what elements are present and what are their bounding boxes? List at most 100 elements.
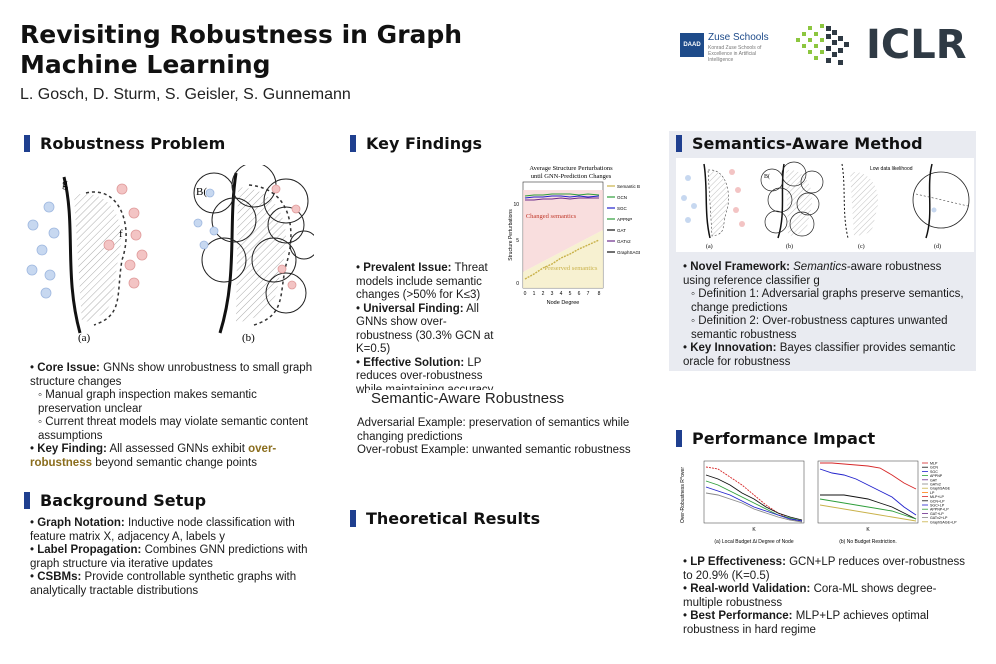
list-item: ◦ Definition 1: Adversarial graphs prese… [691, 288, 964, 314]
x-axis-label-a: K [752, 527, 756, 533]
svg-text:5: 5 [569, 291, 572, 297]
legend-label: GraphSAGE [930, 487, 951, 491]
list-item: • Best Performance: MLP+LP achieves opti… [683, 610, 929, 636]
heading-text: Robustness Problem [40, 133, 226, 153]
legend-label: APPNP+LP [930, 508, 949, 512]
chart-a-area [703, 460, 805, 524]
heading-marker [350, 134, 356, 152]
chart-b-area [817, 460, 919, 524]
robustness-problem-list: • Core Issue: GNNs show unrobustness to … [30, 362, 320, 470]
heading-text: Background Setup [40, 490, 207, 510]
series-semantic-boundary [524, 239, 600, 280]
daad-logo: DAAD [680, 33, 704, 57]
semantic-robustness-line2: Over-robust Example: unwanted semantic r… [357, 444, 631, 456]
list-item: • Prevalent Issue: Threat models include… [356, 262, 488, 301]
changed-label: Changed semantics [526, 213, 577, 220]
list-item: • LP Effectiveness: GCN+LP reduces over-… [683, 556, 965, 582]
svg-text:1: 1 [533, 291, 536, 297]
key-findings-heading: Key Findings [350, 133, 482, 153]
legend-label: GraphSAGE+LP [930, 520, 957, 524]
label-f: f [119, 228, 123, 240]
y-tick: 5 [516, 238, 519, 244]
label-B: B( [196, 186, 207, 198]
svg-text:0: 0 [524, 291, 527, 297]
poster-title: Revisiting Robustness in Graph Machine L… [20, 20, 463, 79]
y-tick: 10 [513, 202, 519, 208]
list-item: • Universal Finding: All GNNs show over-… [356, 302, 494, 356]
semantics-method-list: • Novel Framework: Semantics-aware robus… [683, 261, 968, 369]
x-axis-label-b: K [866, 527, 870, 533]
robustness-problem-heading: Robustness Problem [24, 133, 225, 153]
heading-marker [676, 429, 682, 447]
iclr-logo: ICLR [866, 22, 967, 68]
list-item: • Key Innovation: Bayes classifier provi… [683, 342, 956, 368]
y-tick: 0 [516, 281, 519, 287]
chart-legend: Semantic BoundaryGCNSGCAPPNPGATGATv2Grap… [607, 184, 640, 255]
caption-a: (a) [78, 332, 91, 344]
structure-perturbation-chart: Average Structure Perturbations until GN… [508, 165, 640, 306]
legend-label: GraphSAGE [617, 250, 640, 255]
legend-label: GAT+LP [930, 512, 944, 516]
legend-label: SGC [617, 206, 628, 211]
list-item: • Core Issue: GNNs show unrobustness to … [30, 362, 313, 388]
caption-c: (c) [858, 243, 865, 250]
svg-text:4: 4 [560, 291, 563, 297]
preserved-semantics-region [523, 230, 603, 288]
heading-marker [350, 509, 356, 527]
theoretical-results-heading: Theoretical Results [350, 508, 540, 528]
list-item: • Graph Notation: Inductive node classif… [30, 517, 295, 543]
iclr-brain-logo [796, 24, 849, 65]
heading-marker [24, 491, 30, 509]
caption-d: (d) [934, 243, 941, 250]
y-axis-label: Structure Perturbations [508, 209, 514, 261]
over-robustness-charts: Over-Robustness R^over K (a) Local Budge… [680, 460, 957, 545]
semantic-robustness-heading: Semantic-Aware Robustness [369, 390, 567, 407]
legend-label: MLP [930, 462, 938, 466]
list-item: ◦ Manual graph inspection makes semantic… [38, 389, 257, 415]
decision-boundary-f [85, 191, 127, 326]
list-item: • Novel Framework: Semantics-aware robus… [683, 261, 942, 287]
label-B: B( [764, 173, 770, 180]
heading-text: Key Findings [366, 133, 483, 153]
list-item: • Key Finding: All assessed GNNs exhibit… [30, 443, 277, 469]
background-list: • Graph Notation: Inductive node classif… [30, 517, 320, 598]
heading-text: Theoretical Results [366, 508, 541, 528]
heading-text: Performance Impact [692, 428, 876, 448]
semantics-method-heading: Semantics-Aware Method [676, 133, 923, 153]
caption-b: (b) [786, 243, 793, 250]
changed-semantics-region [523, 190, 603, 272]
performance-impact-heading: Performance Impact [676, 428, 875, 448]
authors: L. Gosch, D. Sturm, S. Geisler, S. Gunne… [20, 86, 351, 103]
figure-panel-b: B( (b) [193, 165, 314, 344]
svg-text:6: 6 [578, 291, 581, 297]
legend-label: APPNP [617, 217, 632, 222]
legend-label: MLP+LP [930, 495, 944, 499]
legend-label: LP [930, 491, 935, 495]
chart-title-1: Average Structure Perturbations [529, 165, 613, 172]
list-item: ◦ Definition 2: Over-robustness captures… [691, 315, 948, 341]
legend-label: Semantic Boundary [617, 184, 640, 189]
caption-b: (b) [242, 332, 255, 344]
legend-label: GATv2+LP [930, 516, 948, 520]
key-findings-list: • Prevalent Issue: Threat models include… [356, 262, 496, 397]
legend-label: GATv2 [930, 483, 941, 487]
legend-label: GCN+LP [930, 499, 945, 503]
svg-text:7: 7 [587, 291, 590, 297]
chart-legend: MLPGCNSGCAPPNPGATGATv2GraphSAGELPMLP+LPG… [922, 462, 957, 524]
preserved-label: Preserved semantics [545, 265, 598, 272]
semantics-method-figure: (a) B( (b) Low data likelihood (c) (d) [676, 158, 974, 252]
x-axis-label: Node Degree [547, 300, 580, 306]
hatched-region [74, 193, 122, 323]
list-item: • CSBMs: Provide controllable synthetic … [30, 571, 297, 597]
robustness-figure: g f (a) B( (b) [26, 165, 314, 344]
series-gcn [524, 193, 600, 197]
legend-label: APPNP [930, 474, 943, 478]
heading-marker [24, 134, 30, 152]
chart-b-caption: (b) No Budget Restriction. [839, 539, 897, 545]
label-g: g [62, 176, 68, 190]
svg-text:3: 3 [551, 291, 554, 297]
legend-label: GCN [930, 466, 938, 470]
list-item: • Label Propagation: Combines GNN predic… [30, 544, 308, 570]
y-axis-label: Over-Robustness R^over [680, 467, 686, 523]
